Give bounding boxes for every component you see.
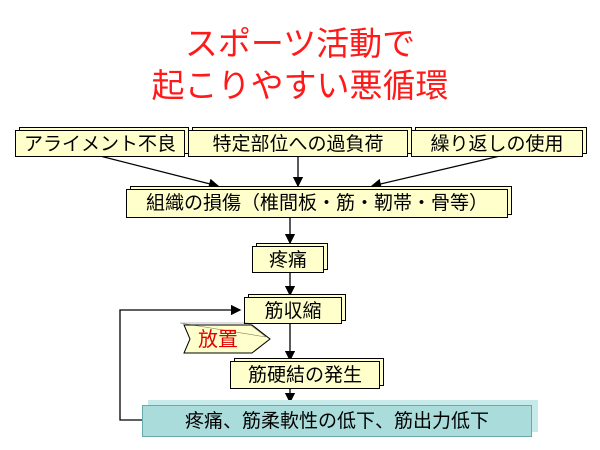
node-pain: 疼痛 [252,246,324,273]
title-line-1: スポーツ活動で [184,24,416,63]
node-pain-label: 疼痛 [268,249,307,271]
node-muscle-knot: 筋硬結の発生 [230,361,380,389]
node-muscle-knot-label: 筋硬結の発生 [247,364,362,386]
title-line-2: 起こりやすい悪循環 [151,66,449,105]
node-tissue-damage: 組織の損傷（椎間板・筋・靭帯・骨等） [126,189,508,218]
node-result: 疼痛、筋柔軟性の低下、筋出力低下 [142,405,532,437]
cause-overload-label: 特定部位への過負荷 [212,133,384,155]
arrow-alignment-to-damage [99,155,220,189]
cause-repeated-use-label: 繰り返しの使用 [430,133,564,155]
neglect-arrow-shape [179,322,271,354]
node-neglect-label: 放置 [198,327,238,351]
cause-alignment-label: アライメント不良 [23,133,176,155]
feedback-loop-arrow [119,304,242,421]
cause-alignment: アライメント不良 [15,130,185,157]
arrow-repeat-to-damage [370,155,501,189]
node-tissue-damage-label: 組織の損傷（椎間板・筋・靭帯・骨等） [145,192,488,214]
cause-overload: 特定部位への過負荷 [188,130,408,157]
cause-repeated-use: 繰り返しの使用 [411,130,583,157]
node-muscle-contraction-label: 筋収縮 [264,300,322,322]
node-result-label: 疼痛、筋柔軟性の低下、筋出力低下 [184,410,489,432]
node-muscle-contraction: 筋収縮 [244,297,342,324]
